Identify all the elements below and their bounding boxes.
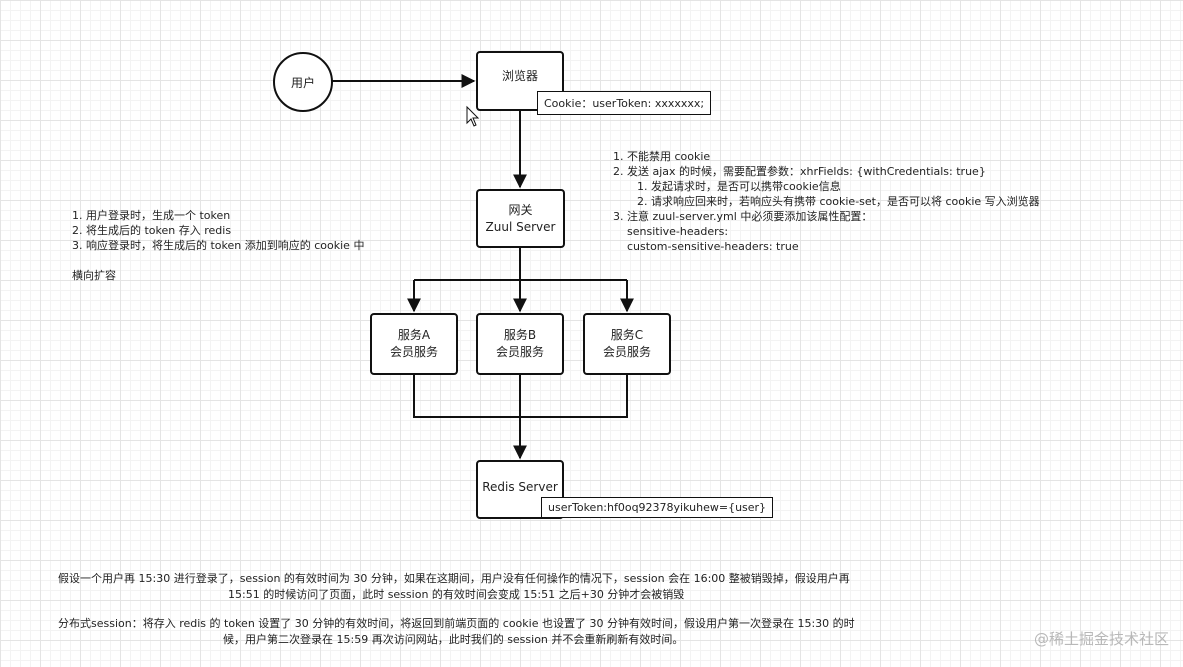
user-node-label: 用户 xyxy=(290,75,315,90)
left-note-item: 3. 响应登录时，将生成后的 token 添加到响应的 cookie 中 xyxy=(72,239,365,252)
explanation-para2-line1: 分布式session：将存入 redis 的 token 设置了 30 分钟的有… xyxy=(58,617,855,630)
service-b-label-line1: 服务B xyxy=(503,328,537,342)
cookie-tag: Cookie：userToken: xxxxxxx; xyxy=(537,91,712,115)
left-note-item: 横向扩容 xyxy=(72,269,116,282)
service-a-label-line2: 会员服务 xyxy=(389,345,438,359)
watermark: @稀土掘金技术社区 xyxy=(1033,630,1169,648)
user-node: 用户 xyxy=(273,52,333,112)
left-notes: 1. 用户登录时，生成一个 token 2. 将生成后的 token 存入 re… xyxy=(72,208,364,283)
gateway-node: 网关 Zuul Server xyxy=(476,189,565,248)
explanation-para1-line2: 15:51 的时候访问了页面，此时 session 的有效时间会变成 15:51… xyxy=(228,588,685,601)
service-c-label-line1: 服务C xyxy=(610,328,644,342)
browser-node-label: 浏览器 xyxy=(501,68,538,83)
service-a-label-line1: 服务A xyxy=(397,328,431,342)
right-note-config: custom-sensitive-headers: true xyxy=(627,240,799,253)
service-c-label-line2: 会员服务 xyxy=(602,345,651,359)
left-note-item: 2. 将生成后的 token 存入 redis xyxy=(72,224,232,237)
right-note-line: 1. 不能禁用 cookie xyxy=(613,150,711,163)
left-note-item: 1. 用户登录时，生成一个 token xyxy=(72,209,231,222)
gateway-label-line2: Zuul Server xyxy=(485,219,556,234)
service-c-node: 服务C 会员服务 xyxy=(583,313,671,375)
session-explanation: 假设一个用户再 15:30 进行登录了，session 的有效时间为 30 分钟… xyxy=(58,571,878,648)
explanation-para2-line2: 候，用户第二次登录在 15:59 再次访问网站，此时我们的 session 并不… xyxy=(223,633,684,646)
redis-token-tag: userToken:hf0oq92378yikuhew={user} xyxy=(541,497,774,518)
right-note-subline: 1. 发起请求时，是否可以携带cookie信息 xyxy=(637,180,841,193)
service-b-node: 服务B 会员服务 xyxy=(476,313,564,375)
mouse-cursor-icon xyxy=(466,105,480,127)
service-b-label-line2: 会员服务 xyxy=(495,345,544,359)
right-note-config: sensitive-headers: xyxy=(627,225,729,238)
right-note-line: 3. 注意 zuul-server.yml 中必须要添加该属性配置： xyxy=(613,210,873,223)
right-notes: 1. 不能禁用 cookie 2. 发送 ajax 的时候，需要配置参数：xhr… xyxy=(613,149,1040,254)
right-note-line: 2. 发送 ajax 的时候，需要配置参数：xhrFields: {withCr… xyxy=(613,165,986,178)
service-a-node: 服务A 会员服务 xyxy=(370,313,458,375)
redis-node-label: Redis Server xyxy=(482,480,558,494)
right-note-subline: 2. 请求响应回来时，若响应头有携带 cookie-set，是否可以将 cook… xyxy=(637,195,1040,208)
explanation-para1-line1: 假设一个用户再 15:30 进行登录了，session 的有效时间为 30 分钟… xyxy=(58,572,850,585)
left-note-item xyxy=(72,253,364,268)
gateway-label-line1: 网关 xyxy=(508,202,533,217)
